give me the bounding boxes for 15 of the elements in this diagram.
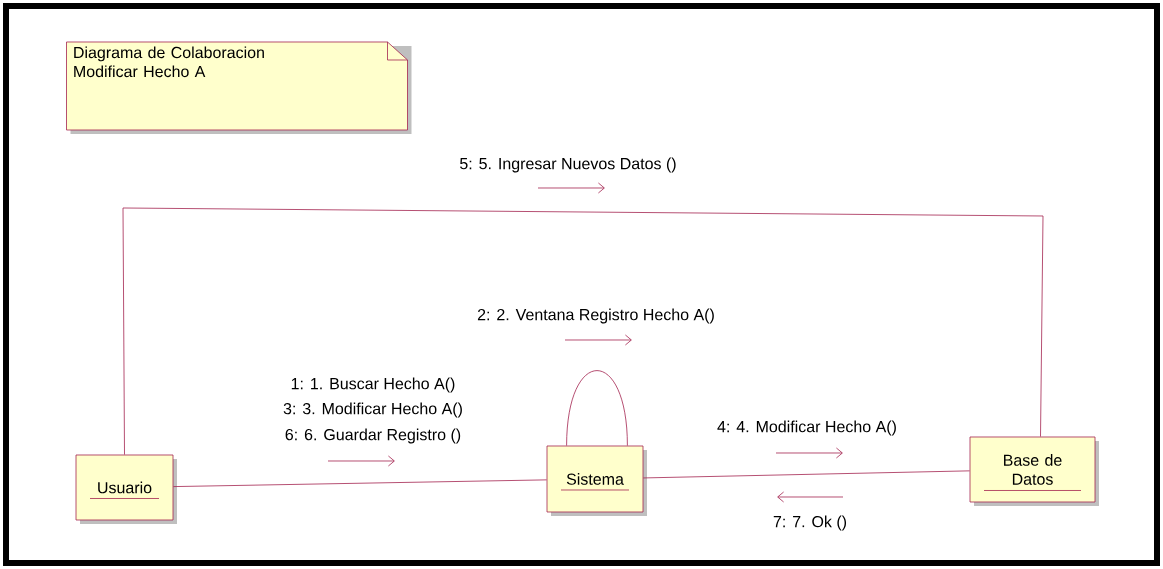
link-line: [173, 479, 547, 487]
link-line: [566, 370, 628, 446]
message-label: 5: 5. Ingresar Nuevos Datos (): [460, 157, 676, 173]
message-label: 3: 3. Modificar Hecho A(): [283, 402, 462, 418]
message-label: 6: 6. Guardar Registro (): [285, 428, 461, 444]
link-line: [122, 207, 1044, 455]
object-box: Sistema: [546, 445, 647, 516]
note: Diagrama de Colaboracion Modificar Hecho A: [66, 41, 412, 134]
message-label: 1: 1. Buscar Hecho A(): [291, 377, 455, 393]
message-label: 4: 4. Modificar Hecho A(): [717, 420, 896, 436]
link-line: [643, 470, 970, 479]
object-box: Usuario: [75, 454, 177, 524]
message-label: 7: 7. Ok (): [773, 515, 847, 531]
message-label: 2: 2. Ventana Registro Hecho A(): [477, 308, 714, 324]
object-box: Base de Datos: [969, 436, 1099, 506]
